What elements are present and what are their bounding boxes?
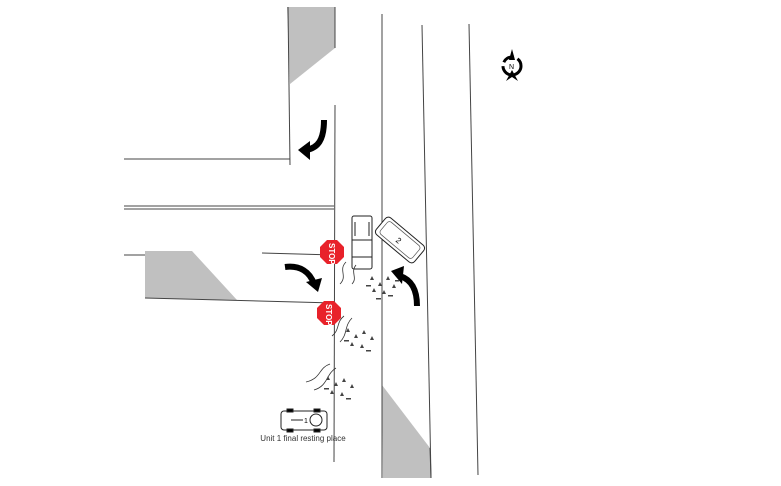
skid-marks [305,261,357,391]
vehicle-unit-1-final-rest: 1 [280,408,328,433]
unit-1-final-rest-caption: Unit 1 final resting place [260,434,346,443]
median-island-west [145,251,237,300]
svg-text:1: 1 [304,418,308,425]
debris-field-1 [366,276,399,300]
median-island-south [382,385,431,478]
debris-field-2 [344,328,374,352]
path-arrow-unit2-turn-icon [391,266,420,307]
vehicle-pickup-at-impact [351,215,373,270]
path-arrow-north-turn-icon [298,119,327,160]
vehicle-unit-2: 2 [374,216,426,264]
svg-text:2: 2 [394,236,404,246]
stop-sign-upper-icon: STOP [320,240,344,265]
stop-sign-lower-icon: STOP [317,301,341,326]
debris-field-3 [324,376,354,400]
svg-text:N: N [509,64,514,71]
median-island-north [287,7,335,84]
svg-text:STOP: STOP [324,304,333,326]
north-arrow-compass-icon: N [501,49,523,81]
path-arrow-west-turn-icon [284,263,322,292]
svg-text:STOP: STOP [327,243,336,265]
road-lines [124,6,479,479]
